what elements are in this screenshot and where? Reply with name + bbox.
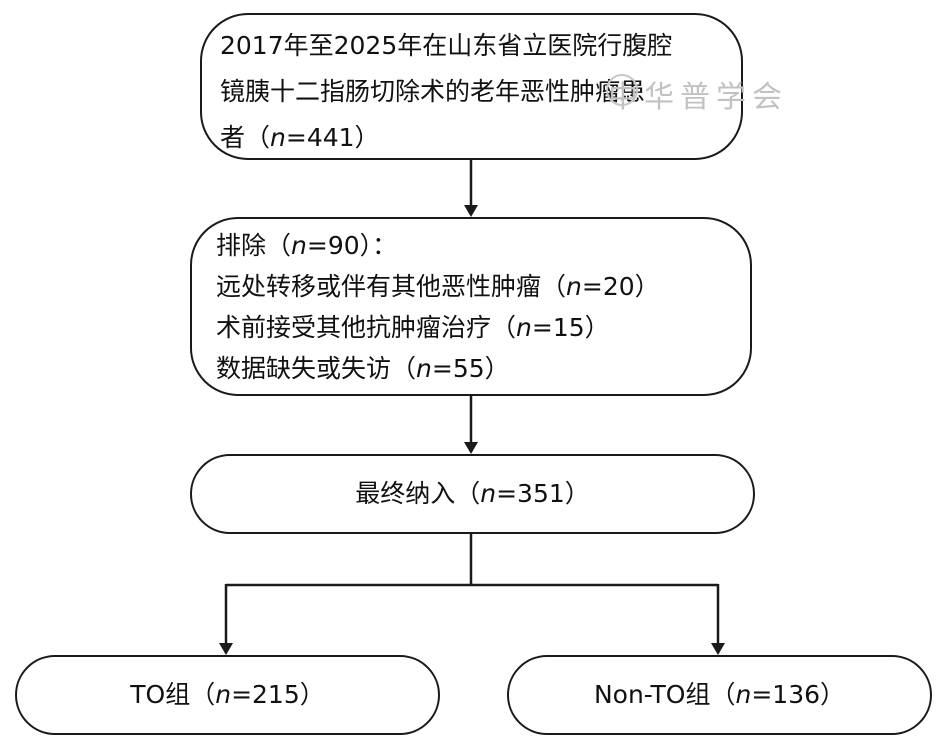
exclude-header-n-value: =90 (306, 231, 360, 260)
exclude-item-n-symbol: n (566, 272, 582, 301)
exclude-item-prefix: 术前接受其他抗肿瘤治疗（ (216, 313, 517, 342)
exclude-item-prefix: 数据缺失或失访（ (216, 354, 417, 383)
exclude-item-n-value: =20 (581, 272, 635, 301)
exclude-item-suffix: ） (484, 354, 510, 383)
exclude-item-n-value: =55 (431, 354, 485, 383)
initial-line-1: 2017年至2025年在山东省立医院行腹腔 (220, 31, 673, 60)
exclude-item-prefix: 远处转移或伴有其他恶性肿瘤（ (216, 272, 567, 301)
exclude-header-suffix: ）： (359, 231, 398, 260)
initial-line-3: 者（n=441） (220, 115, 723, 161)
initial-n-symbol: n (270, 123, 286, 152)
box-nonto-group: Non-TO组（n=136） (507, 655, 932, 735)
to-n-symbol: n (215, 680, 232, 709)
box-initial-cohort: 2017年至2025年在山东省立医院行腹腔 镜胰十二指肠切除术的老年恶性肿瘤患 … (200, 13, 743, 160)
initial-line-2: 镜胰十二指肠切除术的老年恶性肿瘤患 (220, 77, 646, 106)
exclude-item-metastasis: 远处转移或伴有其他恶性肿瘤（n=20） (216, 266, 732, 307)
exclude-item-missing-data: 数据缺失或失访（n=55） (216, 348, 732, 389)
to-suffix: ） (299, 680, 325, 709)
nonto-n-symbol: n (735, 680, 752, 709)
exclude-item-n-symbol: n (416, 354, 432, 383)
to-prefix: TO组（ (130, 680, 216, 709)
initial-prefix: 者（ (220, 123, 271, 152)
to-n-value: =215 (231, 680, 300, 709)
box-final-included: 最终纳入（n=351） (190, 454, 755, 534)
final-prefix: 最终纳入（ (355, 479, 481, 508)
watermark-seal-icon (606, 74, 638, 106)
box-exclusion: 排除（n=90）： 远处转移或伴有其他恶性肿瘤（n=20） 术前接受其他抗肿瘤治… (190, 217, 752, 396)
exclude-header: 排除（n=90）： (216, 225, 732, 266)
exclude-item-n-symbol: n (516, 313, 532, 342)
exclude-header-prefix: 排除（ (216, 231, 292, 260)
initial-n-value: =441 (285, 123, 355, 152)
exclude-item-suffix: ） (584, 313, 610, 342)
exclude-item-preop-therapy: 术前接受其他抗肿瘤治疗（n=15） (216, 307, 732, 348)
final-suffix: ） (564, 479, 590, 508)
nonto-n-value: =136 (751, 680, 821, 709)
exclude-header-n-symbol: n (291, 231, 307, 260)
exclude-item-n-value: =15 (531, 313, 585, 342)
nonto-prefix: Non-TO组（ (593, 680, 736, 709)
watermark: 中华普学会 (608, 80, 788, 115)
box-to-group: TO组（n=215） (15, 655, 440, 735)
final-n-symbol: n (480, 479, 497, 508)
final-n-value: =351 (496, 479, 565, 508)
exclude-item-suffix: ） (634, 272, 660, 301)
initial-suffix: ） (354, 123, 380, 152)
nonto-suffix: ） (820, 680, 846, 709)
